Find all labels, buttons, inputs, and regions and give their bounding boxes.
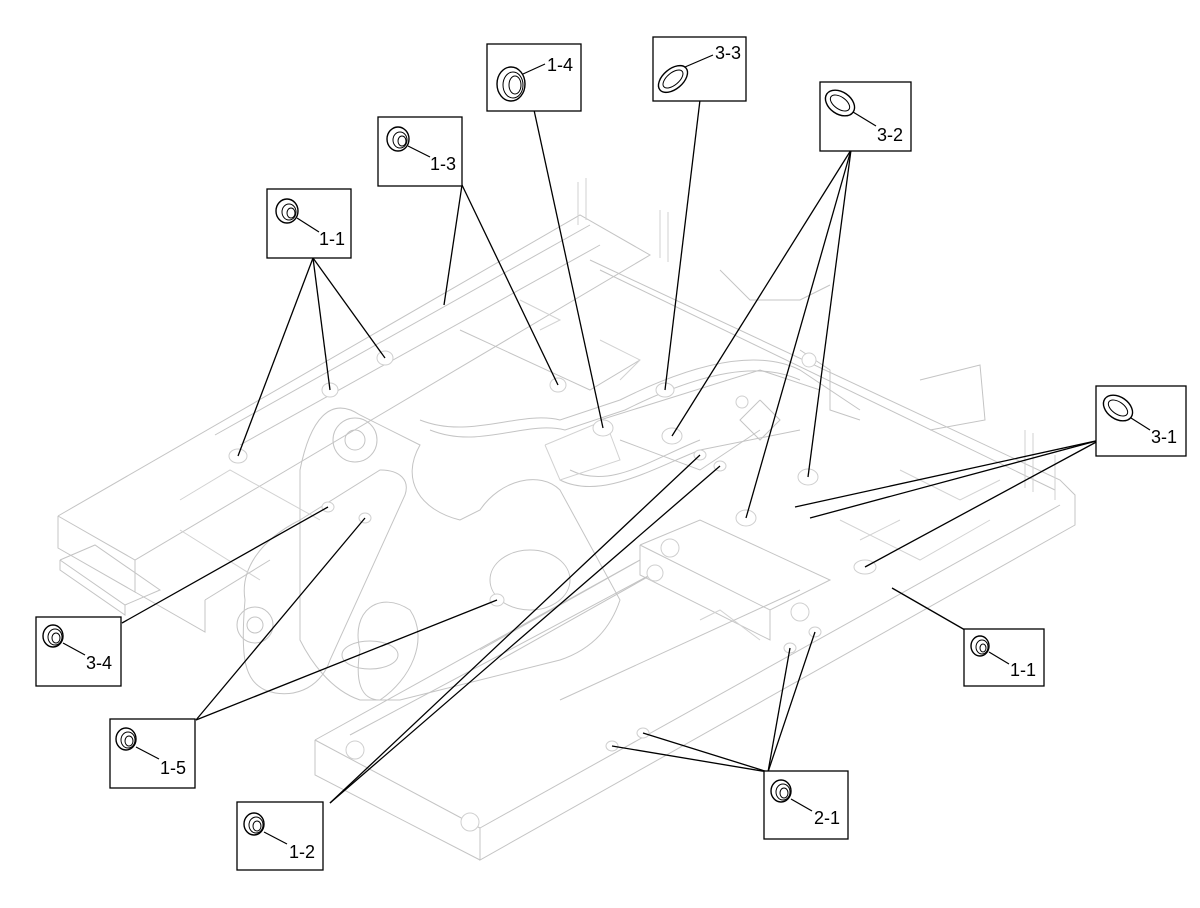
machine-frame-drawing (57, 178, 1076, 861)
callout-box (819, 81, 912, 152)
round-grommet-icon (115, 727, 160, 760)
callout-label: 1-1 (319, 229, 345, 249)
round-grommet-icon (243, 812, 288, 845)
callout-1-4: 1-4 (486, 43, 582, 112)
callout-label: 1-1 (1010, 660, 1036, 680)
callout-label: 3-3 (715, 43, 741, 63)
callout-3-3: 3-3 (652, 36, 747, 102)
callout-3-2: 3-2 (819, 81, 912, 152)
oval-grommet-icon (824, 89, 877, 127)
oval-grommet-icon (1102, 394, 1151, 431)
round-grommet-icon (275, 198, 320, 233)
callout-label: 1-4 (547, 55, 573, 75)
callout-3-4: 3-4 (35, 616, 122, 687)
oval-grommet-icon (657, 54, 714, 94)
callout-1-2: 1-2 (236, 801, 324, 871)
round-grommet-icon (770, 779, 813, 812)
callout-label: 2-1 (814, 808, 840, 828)
callout-1-1-upper: 1-1 (266, 188, 352, 259)
callout-label: 3-2 (877, 125, 903, 145)
leader-lines (121, 99, 1101, 804)
callout-1-5: 1-5 (109, 718, 196, 789)
round-grommet-icon (386, 126, 431, 158)
callout-1-1-right: 1-1 (963, 628, 1045, 687)
callout-1-3: 1-3 (377, 116, 463, 187)
round-grommet-icon (42, 624, 86, 656)
callout-3-1: 3-1 (1095, 385, 1187, 457)
callout-2-1: 2-1 (763, 770, 849, 840)
wide-grommet-icon (496, 63, 546, 102)
callout-label: 3-4 (86, 653, 112, 673)
round-grommet-icon (970, 635, 1010, 665)
callout-label: 1-2 (289, 842, 315, 862)
callout-label: 3-1 (1151, 427, 1177, 447)
callout-label: 1-3 (430, 154, 456, 174)
callout-label: 1-5 (160, 758, 186, 778)
